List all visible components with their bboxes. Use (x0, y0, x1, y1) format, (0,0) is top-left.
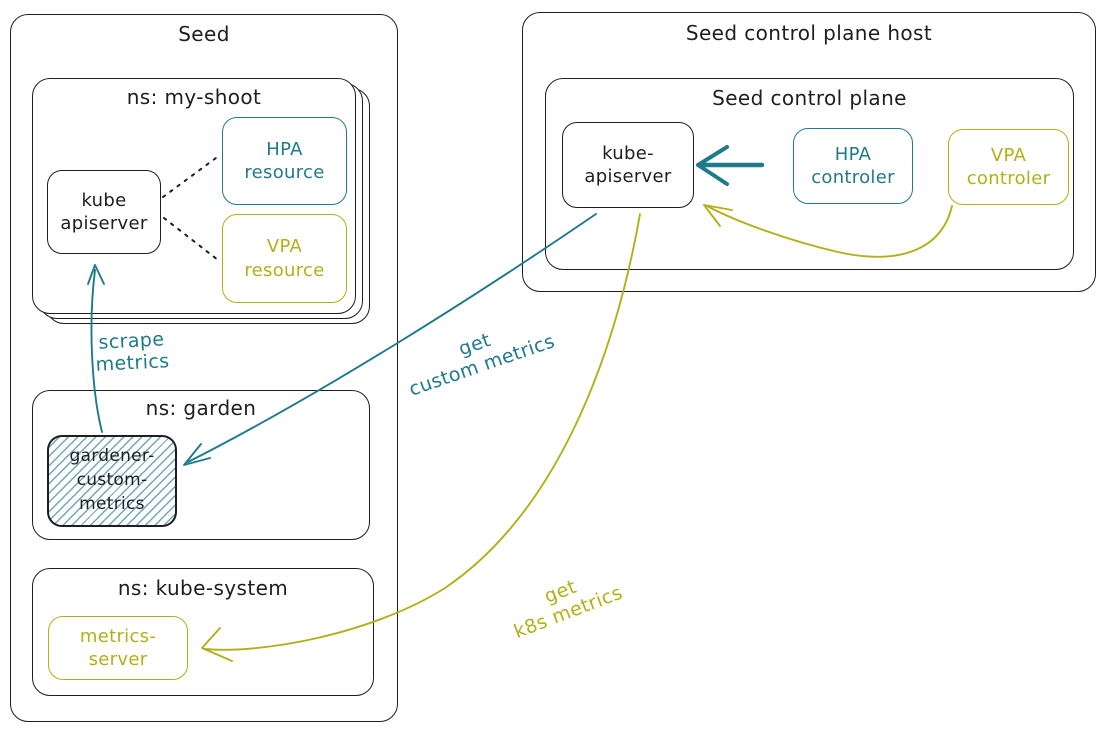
node-kube-apiserver-cp-line1: kube- (602, 142, 654, 164)
node-hpa-controller: HPA controler (793, 128, 913, 204)
node-vpa-controller-line2: controler (966, 168, 1051, 189)
node-hpa-resource: HPA resource (222, 117, 347, 205)
node-gardener-custom-metrics: gardener- custom- metrics (47, 435, 177, 527)
node-vpa-resource-line2: resource (244, 259, 325, 281)
seed-title: Seed (178, 22, 230, 46)
label-scrape-metrics: scrape metrics (85, 328, 179, 378)
node-vpa-controller-line1: VPA (990, 144, 1027, 166)
node-kube-apiserver-shoot: kube apiserver (47, 170, 161, 254)
label-get-k8s-metrics: get k8s metrics (489, 556, 640, 650)
namespace-kube-system-title: ns: kube-system (117, 576, 289, 600)
node-gcm-line2: custom- (76, 470, 148, 491)
namespace-garden-title: ns: garden (145, 396, 257, 420)
node-hpa-controller-line1: HPA (834, 143, 872, 165)
node-hpa-resource-line2: resource (244, 162, 325, 183)
node-kube-apiserver-cp-line2: apiserver (584, 166, 672, 187)
node-hpa-controller-line2: controler (811, 167, 895, 188)
node-hpa-resource-line1: HPA (266, 138, 303, 160)
node-kube-apiserver-shoot-line2: apiserver (60, 213, 148, 234)
node-metrics-server-line2: server (88, 649, 148, 670)
node-kube-apiserver-control-plane: kube- apiserver (562, 122, 694, 208)
node-kube-apiserver-shoot-line1: kube (81, 189, 127, 211)
namespace-my-shoot-title: ns: my-shoot (126, 85, 262, 109)
label-get-custom-metrics: get custom metrics (393, 307, 564, 403)
node-metrics-server: metrics- server (48, 616, 188, 680)
node-gcm-line3: metrics (79, 493, 145, 514)
node-vpa-controller: VPA controler (948, 129, 1069, 205)
node-vpa-resource-line1: VPA (266, 236, 303, 258)
node-gcm-line1: gardener- (69, 446, 155, 467)
node-vpa-resource: VPA resource (222, 214, 347, 303)
node-metrics-server-line1: metrics- (79, 625, 157, 647)
seed-control-plane-host-title: Seed control plane host (685, 21, 933, 45)
seed-control-plane-title: Seed control plane (712, 86, 907, 110)
